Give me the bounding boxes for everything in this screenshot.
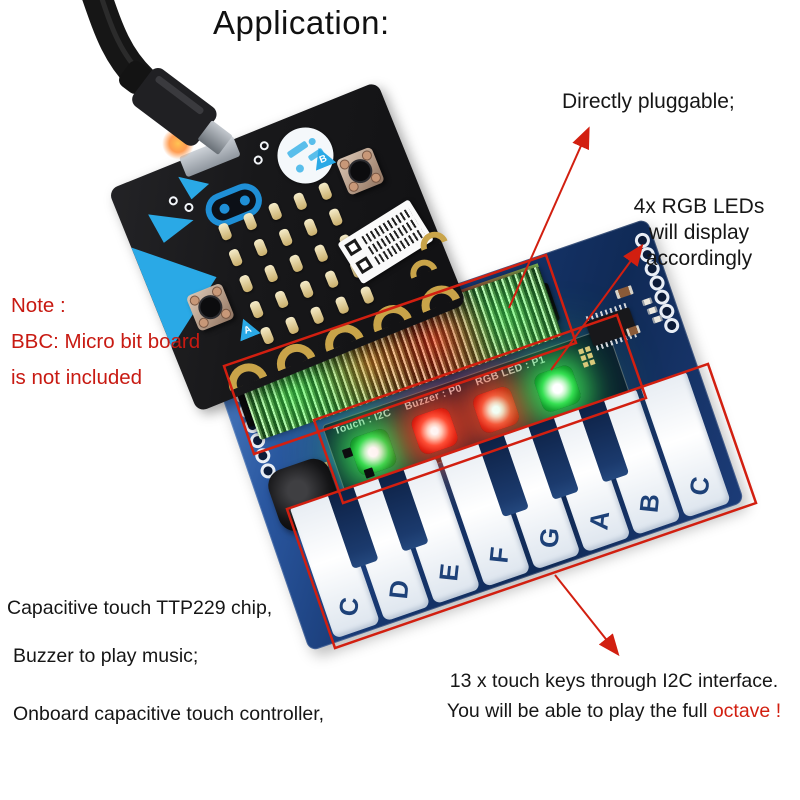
callout-rgb-leds-line2: will display accordingly (645, 221, 753, 270)
callout-touch-keys-line1: 13 x touch keys through I2C interface. (449, 670, 779, 692)
note-line1: Note : (11, 294, 66, 317)
led-matrix-pixel (273, 289, 290, 310)
led-matrix-pixel (242, 211, 258, 232)
feature-buzzer: Buzzer to play music; (13, 645, 199, 667)
via-pad (167, 194, 180, 207)
led-matrix-pixel (238, 273, 254, 294)
feature-touch-chip: Capacitive touch TTP229 chip, (7, 597, 273, 619)
led-matrix-pixel (292, 191, 309, 212)
piano-key-label: F (483, 545, 515, 565)
cable-highlight (99, 0, 147, 80)
arrow-touch-keys (554, 574, 620, 657)
note-text: Note : BBC: Micro bit board is not inclu… (11, 288, 200, 396)
led-matrix-pixel (302, 217, 319, 238)
led-matrix-pixel (309, 305, 325, 326)
led-matrix-pixel (259, 325, 275, 346)
piano-key-label: E (433, 562, 465, 583)
gold-pad (270, 337, 316, 372)
led-matrix-pixel (252, 237, 269, 258)
led-matrix-pixel (267, 201, 284, 222)
rgb-led-2-red (409, 405, 461, 457)
led-matrix-pixel (298, 279, 315, 300)
callout-directly-pluggable: Directly pluggable; (562, 90, 735, 113)
touch-logo-icon (200, 178, 268, 232)
led-matrix (108, 81, 377, 346)
button-b (335, 146, 386, 196)
led-matrix-pixel (217, 221, 233, 242)
led-matrix-pixel (327, 207, 344, 227)
led-matrix-pixel (359, 285, 376, 305)
via-pad (252, 154, 265, 166)
led-matrix-pixel (277, 227, 294, 248)
note-line3: is not included (11, 366, 143, 389)
callout-rgb-leds: 4x RGB LEDs will display accordingly (596, 194, 800, 272)
gold-pad (367, 298, 412, 333)
led-matrix-pixel (284, 315, 300, 336)
edge-pads (108, 81, 461, 391)
feature-list: Capacitive touch TTP229 chip, Buzzer to … (7, 597, 324, 726)
piano-key-label: G (533, 526, 566, 550)
gold-pad (415, 279, 461, 313)
led-matrix-pixel (313, 243, 330, 263)
via-pad (183, 201, 195, 214)
rgb-led-3-red (470, 384, 522, 436)
rgb-led-4-green (532, 363, 583, 415)
led-matrix-pixel (334, 295, 351, 315)
feature-touch-controller: Onboard capacitive touch controller, (13, 703, 325, 725)
octave-highlight: octave ! (712, 700, 782, 722)
led-matrix-pixel (317, 181, 334, 201)
callout-rgb-leds-line1: 4x RGB LEDs (633, 195, 765, 218)
note-line2: BBC: Micro bit board (11, 330, 201, 353)
gold-pad (222, 357, 268, 391)
led-matrix-pixel (227, 247, 244, 268)
button-a-label: A (233, 315, 261, 342)
via-pad (258, 139, 271, 152)
led-matrix-pixel (288, 253, 304, 274)
callout-touch-keys: 13 x touch keys through I2C interface. Y… (428, 666, 800, 726)
led-matrix-pixel (248, 299, 265, 320)
gold-pad (319, 318, 364, 352)
piano-key-label: A (583, 509, 616, 532)
gold-pad (406, 255, 438, 279)
usb-socket (178, 135, 241, 178)
piano-key-label: C (683, 475, 716, 497)
led-matrix-pixel (323, 269, 340, 289)
microbit-logo (269, 119, 342, 192)
led-matrix-pixel (263, 263, 279, 284)
piano-key-label: B (633, 492, 666, 515)
piano-key-label: D (382, 578, 415, 601)
callout-touch-keys-line2: You will be able to play the full octave… (446, 700, 782, 722)
piano-key-label: C (332, 595, 365, 618)
page-title: Application: (213, 4, 390, 41)
cable-wire (82, 0, 179, 116)
